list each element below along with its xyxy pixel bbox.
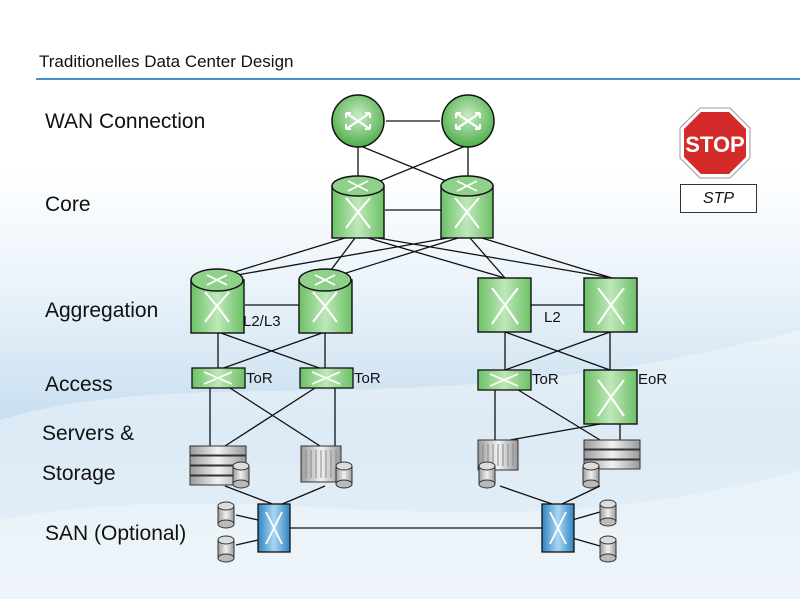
aggregation-switch-l2-right	[583, 277, 638, 333]
san-storage-2	[217, 535, 235, 563]
access-tor-switch-3	[477, 369, 532, 391]
layer-label-access: Access	[45, 373, 113, 396]
page-title: Traditionelles Data Center Design	[39, 52, 294, 71]
stop-sign-icon: STOP	[679, 107, 751, 179]
layer-label-core: Core	[45, 193, 91, 216]
access-tor-switch-1	[191, 367, 246, 389]
access-tor-switch-2	[299, 367, 354, 389]
label-eor: EoR	[638, 371, 667, 388]
wan-router-right	[441, 94, 495, 148]
san-switch-left	[257, 503, 291, 553]
stp-label-box: STP	[680, 184, 757, 213]
stop-sign-text: STOP	[685, 132, 745, 157]
core-switch-left	[331, 175, 385, 239]
san-storage-1	[217, 501, 235, 529]
layer-label-storage: Storage	[42, 462, 116, 485]
access-eor-switch	[583, 369, 638, 425]
label-tor-2: ToR	[354, 370, 381, 387]
server-blade-1	[300, 445, 342, 483]
aggregation-switch-l2-left	[477, 277, 532, 333]
core-switch-right	[440, 175, 494, 239]
connection-lines	[209, 120, 621, 547]
label-l2-l3: L2/L3	[243, 313, 281, 330]
layer-label-wan: WAN Connection	[45, 110, 206, 133]
san-switch-right	[541, 503, 575, 553]
storage-drum-2	[335, 461, 353, 489]
layer-label-san: SAN (Optional)	[45, 522, 187, 545]
label-tor-1: ToR	[246, 370, 273, 387]
storage-drum-4	[582, 461, 600, 489]
san-storage-4	[599, 535, 617, 563]
label-tor-3: ToR	[532, 371, 559, 388]
aggregation-switch-l3-right	[298, 268, 353, 334]
label-l2: L2	[544, 309, 561, 326]
aggregation-switch-l3-left	[190, 268, 245, 334]
layer-label-servers: Servers &	[42, 422, 135, 445]
san-storage-3	[599, 499, 617, 527]
storage-drum-3	[478, 461, 496, 489]
layer-label-aggregation: Aggregation	[45, 299, 159, 322]
storage-drum-1	[232, 461, 250, 489]
title-underline	[36, 78, 800, 80]
wan-router-left	[331, 94, 385, 148]
